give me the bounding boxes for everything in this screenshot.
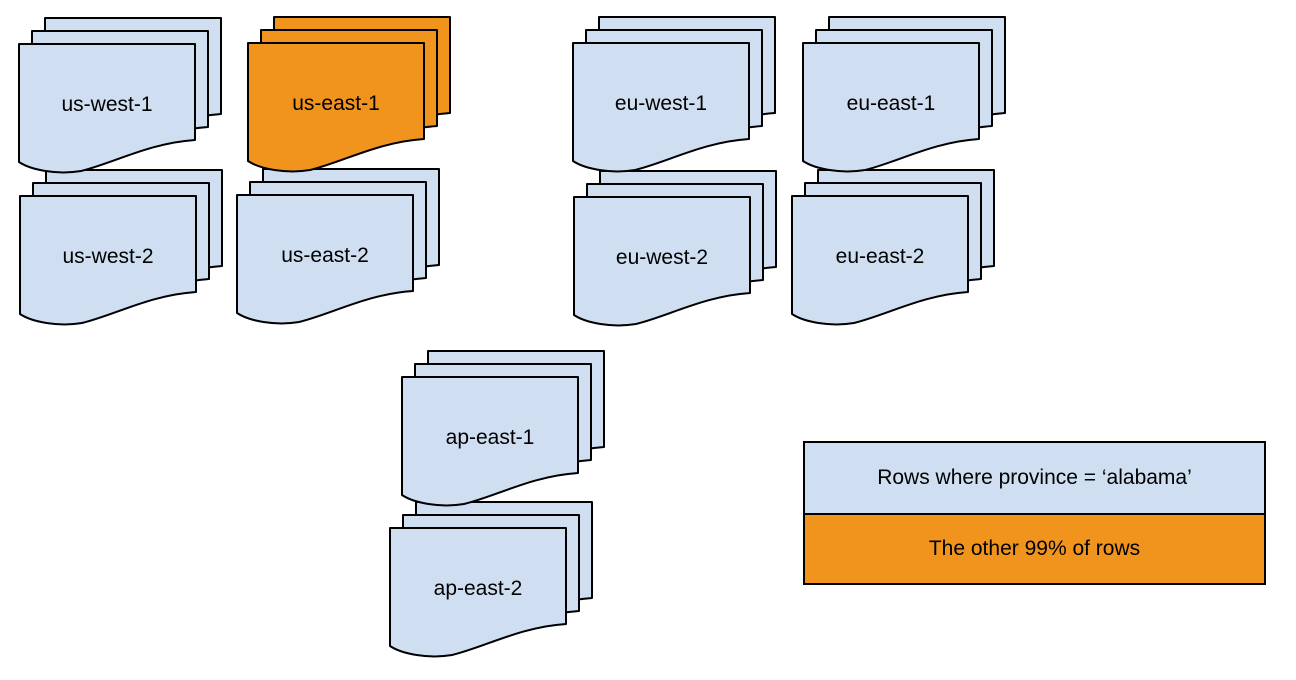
region-label: ap-east-1 xyxy=(446,426,535,449)
doc-stack-eu-west-2: eu-west-2 xyxy=(573,170,779,328)
region-label: eu-east-1 xyxy=(847,92,936,115)
region-label: eu-east-2 xyxy=(836,245,925,268)
doc-stack-eu-east-1: eu-east-1 xyxy=(802,16,1008,174)
region-label: us-east-1 xyxy=(292,92,380,115)
doc-stack-us-west-2: us-west-2 xyxy=(19,169,225,327)
doc-stack-eu-west-1: eu-west-1 xyxy=(572,16,778,174)
legend-item-alabama-rows: Rows where province = ‘alabama’ xyxy=(805,443,1264,513)
legend: Rows where province = ‘alabama’ The othe… xyxy=(803,441,1266,585)
region-label: ap-east-2 xyxy=(434,577,523,600)
region-label: us-west-2 xyxy=(62,245,153,268)
doc-stack-us-east-1-highlighted: us-east-1 xyxy=(247,16,453,174)
doc-stack-us-west-1: us-west-1 xyxy=(18,17,224,175)
region-label: eu-west-2 xyxy=(616,246,708,269)
doc-stack-ap-east-1: ap-east-1 xyxy=(401,350,607,508)
doc-stack-ap-east-2: ap-east-2 xyxy=(389,501,595,659)
doc-stack-eu-east-2: eu-east-2 xyxy=(791,169,997,327)
region-label: us-west-1 xyxy=(61,93,152,116)
region-label: eu-west-1 xyxy=(615,92,707,115)
doc-stack-us-east-2: us-east-2 xyxy=(236,168,442,326)
region-label: us-east-2 xyxy=(281,244,369,267)
legend-item-other-rows: The other 99% of rows xyxy=(805,513,1264,583)
